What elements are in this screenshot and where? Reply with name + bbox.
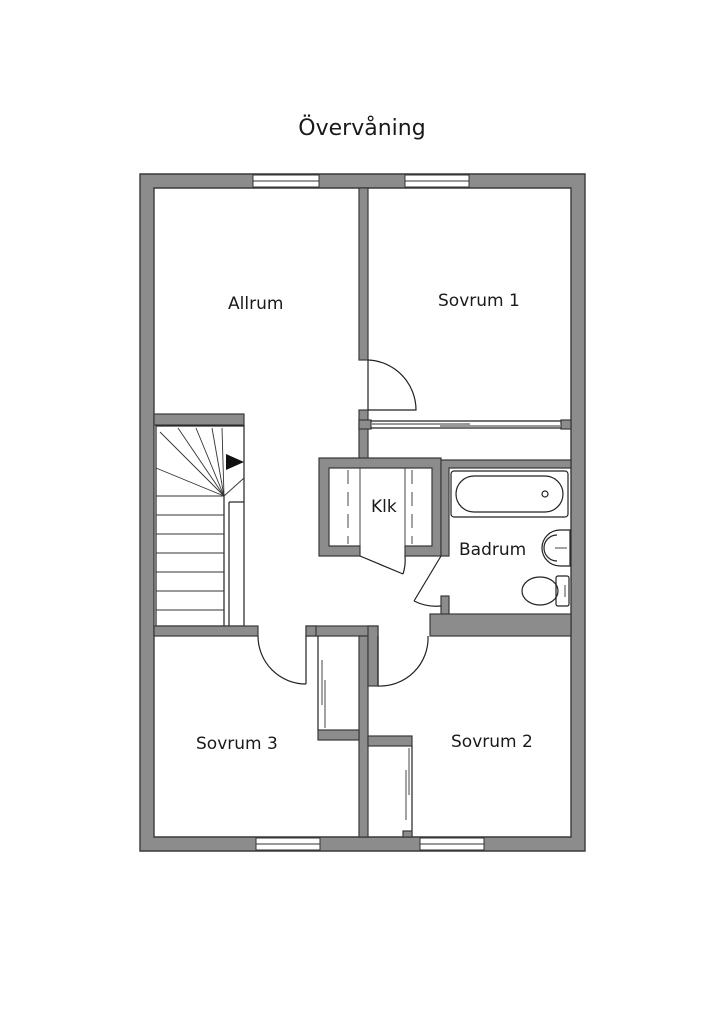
wall-sovrum1-bottom	[358, 419, 372, 430]
room-label-sovrum2: Sovrum 2	[451, 732, 533, 752]
room-label-sovrum1: Sovrum 1	[438, 291, 520, 311]
door-allrum	[367, 359, 417, 411]
wall-hall-mid	[305, 625, 379, 637]
room-label-klk: Klk	[371, 497, 397, 517]
floor-title: Övervåning	[298, 116, 426, 141]
window-bottom-left	[255, 837, 321, 851]
wall-sovrum3-sovrum2	[358, 635, 369, 838]
wall-sovrum3-top	[153, 625, 259, 637]
staircase	[155, 425, 245, 627]
toilet	[521, 575, 570, 607]
wall-allrum-stair	[153, 413, 245, 426]
wardrobe-sovrum3	[317, 636, 326, 730]
wall-sovrum2-wardrobe	[367, 735, 413, 747]
outer-wall	[139, 173, 586, 852]
door-sovrum3	[257, 635, 307, 685]
wardrobe-sliding-doors	[372, 423, 560, 427]
room-label-sovrum3: Sovrum 3	[196, 734, 278, 754]
window-bottom-right	[419, 837, 485, 851]
stair-direction-arrow	[226, 454, 244, 470]
door-sovrum2	[377, 635, 429, 687]
room-label-badrum: Badrum	[459, 540, 527, 560]
bathtub	[450, 470, 569, 518]
door-bathroom	[413, 555, 442, 607]
wardrobe-sovrum2	[402, 746, 413, 838]
wall-bathroom-bottom	[429, 613, 572, 637]
room-label-allrum: Allrum	[228, 294, 284, 314]
wall-sovrum3-wardrobe	[317, 729, 360, 741]
door-closet	[359, 555, 406, 575]
closet-shelves	[347, 468, 413, 546]
washbasin	[541, 529, 571, 567]
window-top-right	[404, 174, 470, 188]
window-top-left	[252, 174, 320, 188]
wall-allrum-sovrum1	[358, 187, 369, 361]
